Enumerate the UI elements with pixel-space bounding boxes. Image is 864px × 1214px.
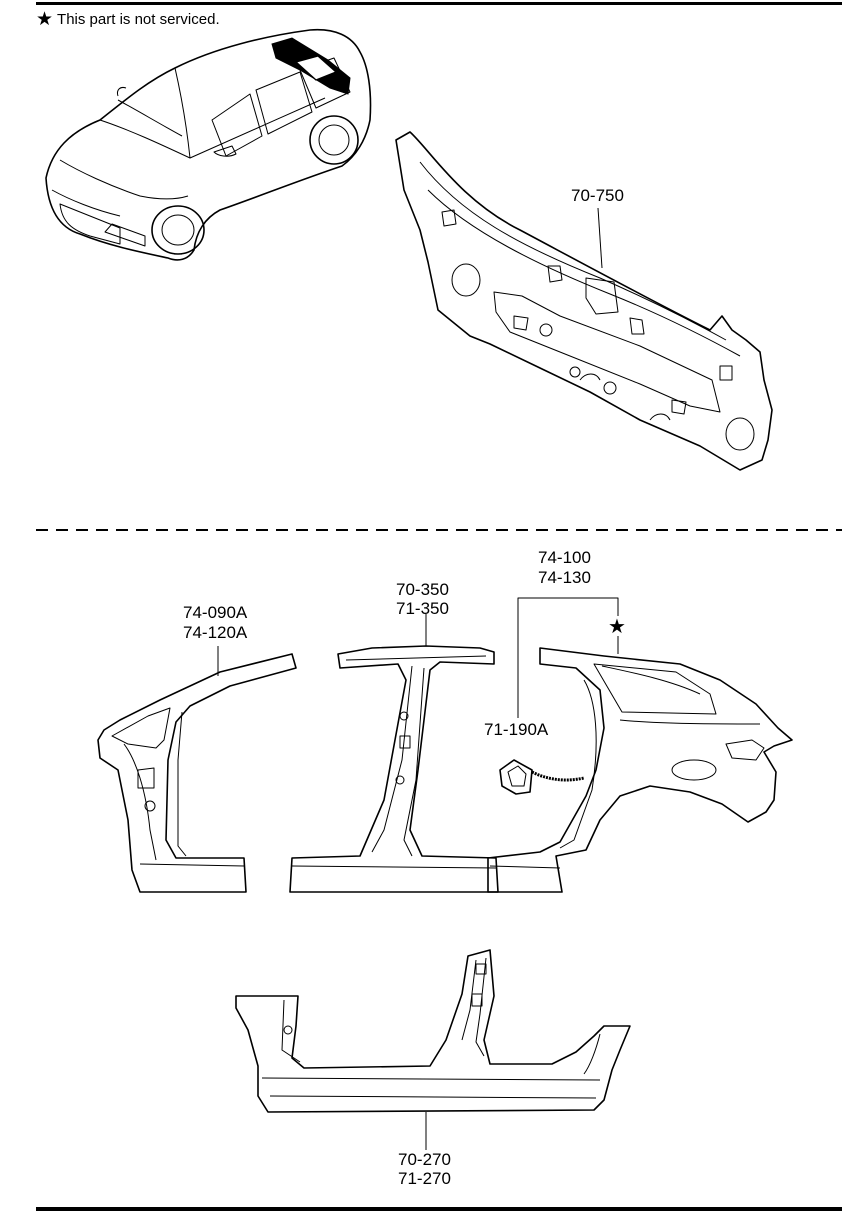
- callout-center-pillar-1: 70-350: [396, 580, 449, 599]
- callout-front-pillar-1: 74-090A: [183, 603, 248, 622]
- fuel-lid-bracket-part: [499, 759, 585, 795]
- rear-panel-part: [395, 131, 773, 471]
- top-rule: [36, 2, 842, 5]
- callout-rear-panel: 70-750: [571, 186, 624, 205]
- callout-rear-quarter-1: 74-100: [538, 548, 591, 567]
- front-pillar-part: [97, 646, 297, 893]
- star-icon: ★: [36, 9, 54, 30]
- legend-note-text: This part is not serviced.: [57, 11, 220, 28]
- callout-center-pillar-2: 71-350: [396, 599, 449, 618]
- vehicle-overview: [45, 28, 372, 261]
- side-sill-part: [235, 949, 631, 1150]
- callout-fuel-lid-bracket: 71-190A: [484, 720, 549, 739]
- center-pillar-part: [289, 614, 499, 893]
- not-serviced-star-icon: ★: [608, 616, 626, 638]
- callout-front-pillar-2: 74-120A: [183, 623, 248, 642]
- callout-rear-quarter-2: 74-130: [538, 568, 591, 587]
- rear-quarter-part: [487, 597, 793, 893]
- callout-side-sill-1: 70-270: [398, 1150, 451, 1169]
- legend-note: ★This part is not serviced.: [36, 10, 220, 30]
- callout-side-sill-2: 71-270: [398, 1169, 451, 1188]
- bottom-rule: [36, 1207, 842, 1211]
